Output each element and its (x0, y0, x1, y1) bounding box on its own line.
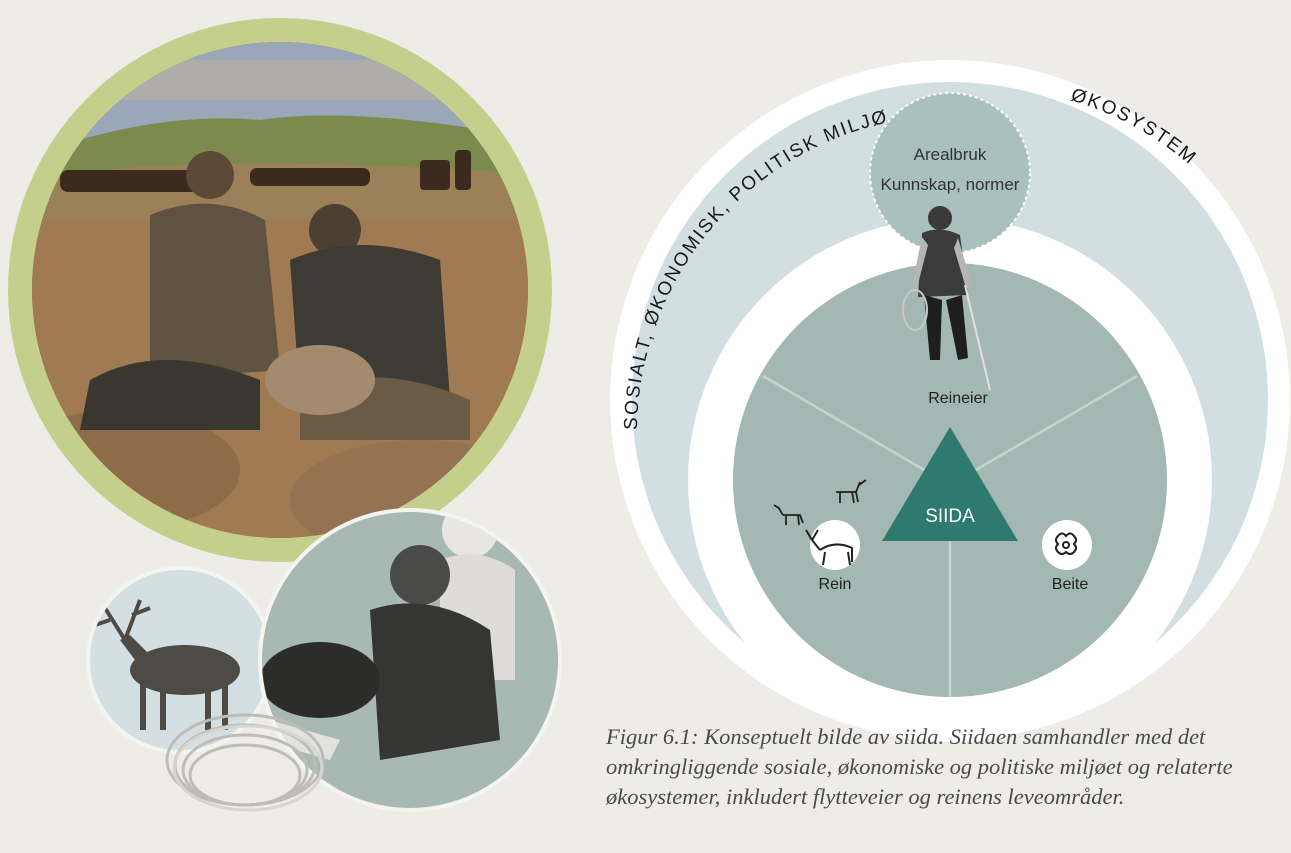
node-reineier: Reineier (928, 390, 988, 407)
siida-label: SIIDA (925, 506, 975, 527)
node-rein: Rein (819, 576, 852, 593)
lichen-icon (1042, 520, 1092, 570)
knowledge-bubble (869, 92, 1031, 254)
lasso-rope (165, 713, 325, 812)
siida-triangle (882, 427, 1018, 541)
photo-collage (8, 18, 562, 812)
caption-line-2: omkringliggende sosiale, økonomiske og p… (606, 754, 1233, 779)
bubble-line-kunnskap: Kunnskap, normer (881, 175, 1020, 194)
figure-caption: Figur 6.1: Konseptuelt bilde av siida. S… (606, 722, 1286, 812)
siida-diagram: Arealbruk Kunnskap, normer Reineier SIID… (610, 60, 1290, 742)
reindeer-photo (94, 598, 240, 730)
node-beite: Beite (1052, 576, 1089, 593)
caption-line-1: Figur 6.1: Konseptuelt bilde av siida. S… (606, 724, 1206, 749)
caption-line-3: økosystemer, inkludert flytteveier og re… (606, 784, 1125, 809)
rein-icon (773, 479, 867, 570)
herder-figure (902, 206, 991, 391)
bubble-line-arealbruk: Arealbruk (914, 145, 987, 164)
